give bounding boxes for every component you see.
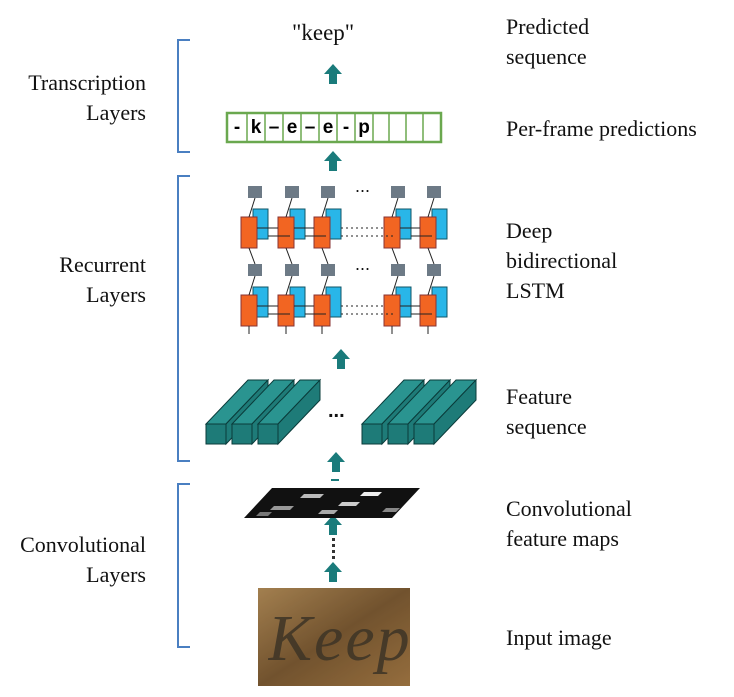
predicted-sequence-label: Predicted sequence xyxy=(506,12,589,72)
lstm-connections xyxy=(248,197,435,334)
label-line: Recurrent xyxy=(59,252,146,277)
frame-cell: – xyxy=(268,117,280,138)
convolutional-bracket xyxy=(177,483,190,648)
frame-cell: e xyxy=(286,117,298,138)
input-image-text: Keep xyxy=(268,602,408,675)
label-line: bidirectional xyxy=(506,248,618,273)
deep-lstm-label: Deep bidirectional LSTM xyxy=(506,216,617,306)
lstm-column xyxy=(383,186,412,327)
label-line: sequence xyxy=(506,414,587,439)
conv-feature-maps-label: Convolutional feature maps xyxy=(506,494,632,554)
predicted-output-text: "keep" xyxy=(292,20,355,45)
recurrent-bracket xyxy=(177,175,190,462)
frame-cell: - xyxy=(342,117,350,138)
per-frame-predictions-label: Per-frame predictions xyxy=(506,116,697,141)
input-image xyxy=(258,588,410,686)
up-arrow-icon xyxy=(332,349,350,369)
frame-cell: k xyxy=(250,117,262,138)
up-arrow-icon xyxy=(324,151,342,171)
feature-sequence-label: Feature sequence xyxy=(506,382,587,442)
lstm-column xyxy=(240,186,269,327)
lstm-ellipsis-mid: ... xyxy=(355,254,371,274)
transcription-layers-label: Transcription Layers xyxy=(0,68,146,128)
lstm-column xyxy=(419,186,448,327)
frame-cell: - xyxy=(233,117,241,138)
lstm-ellipsis-top: ... xyxy=(355,176,371,196)
conv-feature-map xyxy=(244,488,420,518)
feature-sequence xyxy=(204,378,478,446)
label-line: Layers xyxy=(86,282,146,307)
lstm-grid xyxy=(240,186,448,334)
label-line: Deep xyxy=(506,218,553,243)
up-arrow-icon xyxy=(324,515,342,535)
label-line: Convolutional xyxy=(20,532,146,557)
up-arrow-icon xyxy=(324,562,342,582)
label-line: feature maps xyxy=(506,526,619,551)
label-line: Feature xyxy=(506,384,572,409)
feature-prism xyxy=(256,378,322,446)
per-frame-box xyxy=(225,111,443,144)
label-line: Convolutional xyxy=(506,496,632,521)
label-line: sequence xyxy=(506,44,587,69)
input-image-label: Input image xyxy=(506,625,612,650)
feature-prism xyxy=(412,378,478,446)
label-line: Layers xyxy=(86,562,146,587)
up-arrow-icon xyxy=(324,64,342,84)
dotted-connector xyxy=(332,538,335,559)
frame-cell: – xyxy=(304,117,316,138)
feature-ellipsis: ... xyxy=(328,400,345,422)
lstm-column xyxy=(277,186,306,327)
label-line: Transcription xyxy=(28,70,146,95)
convolutional-layers-label: Convolutional Layers xyxy=(0,530,146,590)
recurrent-layers-label: Recurrent Layers xyxy=(0,250,146,310)
up-arrow-icon xyxy=(327,452,345,472)
label-line: Predicted xyxy=(506,14,590,39)
label-line: LSTM xyxy=(506,278,565,303)
per-frame-characters: - k – e – e - p xyxy=(227,113,373,143)
transcription-bracket xyxy=(177,39,190,153)
label-line: Layers xyxy=(86,100,146,125)
lstm-column xyxy=(313,186,342,327)
frame-cell: e xyxy=(322,117,334,138)
frame-cell: p xyxy=(358,117,370,138)
